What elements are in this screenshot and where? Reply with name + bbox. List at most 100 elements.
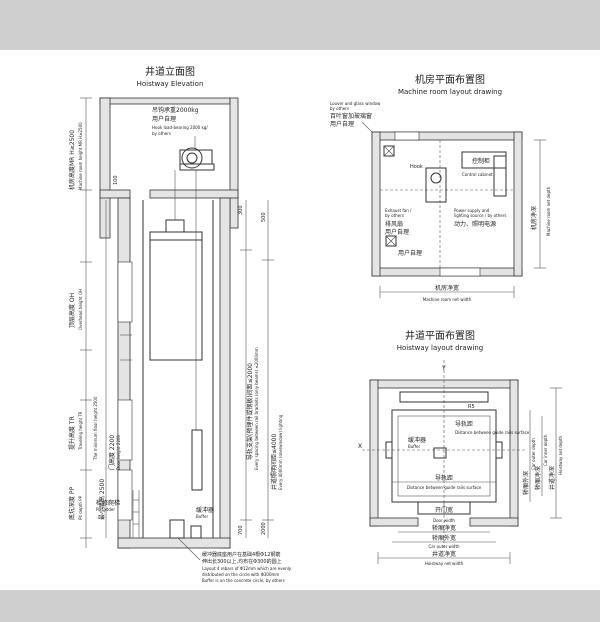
machine-room-left-wall	[99, 97, 111, 239]
exhaust-fan-box	[383, 145, 395, 157]
mr-width-en: Machine room net width	[423, 297, 472, 302]
mr-height-en: Machine room height MR H≥2500	[78, 122, 83, 190]
exhaust-label-en-1: Exhaust fan /	[385, 208, 412, 213]
exhaust-label-en-2: by others	[385, 213, 404, 218]
mr-right-wall	[513, 131, 523, 277]
hook-by-cn: 用户自理	[152, 115, 176, 123]
door-width-cn: 开门宽	[435, 506, 453, 514]
dim-100-label: 100	[113, 175, 119, 185]
dim-500-label: 500	[261, 212, 267, 222]
machine-room-floor-left	[99, 189, 131, 199]
hw-front-wall-right	[469, 517, 519, 527]
landing-door-mid	[117, 399, 133, 461]
mr-door	[439, 267, 481, 277]
mr-left-wall	[371, 131, 381, 277]
exhaust-label-cn: 排风扇	[385, 220, 403, 228]
note-en-2: distributed on the circle with Φ300mm	[202, 572, 279, 577]
power-label-en-1: Power supply and	[454, 208, 490, 213]
travel-en: Traveling height TR	[78, 411, 83, 451]
mr-depth-cn: 机房净深	[530, 206, 538, 230]
cabinet-side	[493, 155, 507, 197]
mr-top-wall	[371, 131, 523, 141]
car-inner-depth-cn: 轿厢净深	[534, 466, 542, 490]
hook-label-cn: 吊钩承重2000kg	[152, 106, 199, 114]
machine-room-title-cn: 机房平面布置图	[415, 73, 485, 86]
pit-depth-cn: 底坑深度 PP	[68, 486, 76, 520]
window-label-en-1: Louver and glass window	[330, 101, 381, 106]
buffer-cn: 缓冲器	[408, 436, 426, 444]
ladder-label-cn: 检修爬梯	[96, 499, 120, 507]
buffer-label-en: Buffer	[196, 514, 208, 519]
window-by-cn: 用户自理	[330, 120, 354, 128]
mr-window	[394, 131, 420, 141]
power-label-cn: 动力、照明电源	[454, 220, 496, 228]
hoistway-depth-cn: 井道净深	[548, 466, 556, 490]
pit-floor	[117, 537, 231, 549]
door-height-cn: 门高度 2200	[108, 435, 116, 470]
y-axis-label: Y	[441, 365, 446, 372]
machine-room-right-wall	[229, 97, 239, 229]
bracket-spacing-en: Every spacing between rail brackets (onl…	[254, 347, 259, 470]
hoistway-right-wall	[219, 197, 231, 549]
car-inner-width-cn: 轿厢净宽	[432, 524, 456, 532]
machine-base	[425, 167, 447, 203]
elevation-title-en: Hoistway Elevation	[137, 80, 204, 88]
travel-cn: 提升高度 TR	[68, 416, 76, 450]
note-en-3: Buffer is on the concrete circle, by oth…	[202, 578, 285, 583]
dim-300-label: 300	[238, 205, 244, 215]
car-inner	[397, 415, 491, 497]
note-cn-1: 缓冲器底座用户在基础4根Φ12钢筋	[202, 551, 280, 558]
landing-door-low	[117, 469, 133, 521]
hook-label: Hook	[410, 164, 423, 170]
power-box	[385, 235, 397, 247]
car-outer-depth-en: Car outer depth	[531, 438, 536, 470]
machine-room-layout: 机房平面布置图 Machine room layout drawing Louv…	[330, 73, 551, 302]
hook-label-en-1: Hook load-bearing 2000 kg/	[152, 125, 208, 130]
exhaust-by-cn: 用户自理	[385, 228, 409, 236]
elevator-car	[149, 170, 203, 430]
hoistway-layout: 井道平面布置图 Hoistway layout drawing Y X R5 导…	[358, 329, 563, 566]
overhead-en: Overhead height OH	[78, 289, 83, 330]
car-inner-depth-en: Car inner depth	[543, 434, 548, 466]
power-label-en-2: lighting source / by others	[454, 213, 506, 218]
elevator-drawing: 井道立面图 Hoistway Elevation 吊钩承重2000kg 用户自理…	[68, 65, 563, 583]
hoistway-width-en: Hoistway net width	[425, 561, 464, 566]
hw-front-wall-left	[369, 517, 419, 527]
window-label-en-2: by others	[330, 106, 349, 111]
note-en-1: Layout 4 rebars of Φ12mm which are evenl…	[202, 566, 292, 571]
hoistway-title-cn: 井道平面布置图	[405, 329, 475, 342]
hook-point	[430, 172, 442, 184]
buffer-box	[433, 447, 447, 459]
counterweight-frame	[399, 391, 489, 403]
lighting-spacing-en: Every 4000mm (one/window) lighting	[278, 414, 283, 490]
car-outer-width-en: Car outer width	[428, 544, 460, 549]
car-outer-depth-cn: 轿厢外深	[522, 471, 530, 495]
note-leader	[177, 537, 201, 561]
buffer-en: Buffer	[408, 444, 420, 449]
overhead-cn: 顶层高度 OH	[68, 293, 76, 328]
dim-700-label: 700	[238, 525, 244, 535]
control-cabinet-en: Control cabinet	[462, 172, 493, 177]
travel-en-2: The minimum floor height 2500	[93, 396, 98, 461]
hw-left-wall	[369, 379, 379, 527]
cwt-buffer	[190, 525, 202, 539]
drawing-sheet: 井道立面图 Hoistway Elevation 吊钩承重2000kg 用户自理…	[0, 50, 600, 590]
mr-width-cn: 机房净宽	[435, 284, 459, 292]
landing-door-top	[117, 261, 133, 323]
hoistway-depth-en: Hoistway net depth	[558, 435, 563, 475]
hw-right-wall	[509, 379, 519, 527]
window-label-cn: 百叶窗加玻璃窗	[330, 112, 372, 120]
door-width-en: Door width	[433, 518, 455, 523]
r5-label: R5	[468, 404, 475, 410]
guide-dist-en: Distance between guide rails surface	[407, 485, 482, 490]
car-buffer	[169, 519, 185, 539]
ladder-label-en: Pit ladder	[96, 507, 115, 512]
mr-depth-en: Machine room net depth	[546, 186, 551, 236]
bracket-spacing-cn: 导轨支架(预埋件或钢板)间距≤2000	[246, 363, 254, 460]
traction-machine	[179, 147, 215, 171]
hoistway-width-cn: 井道净宽	[432, 550, 456, 558]
door-height-en: Door height 2200	[116, 434, 121, 470]
rail-right	[495, 441, 503, 459]
rail-left	[385, 441, 393, 459]
x-axis-label: X	[358, 443, 362, 450]
